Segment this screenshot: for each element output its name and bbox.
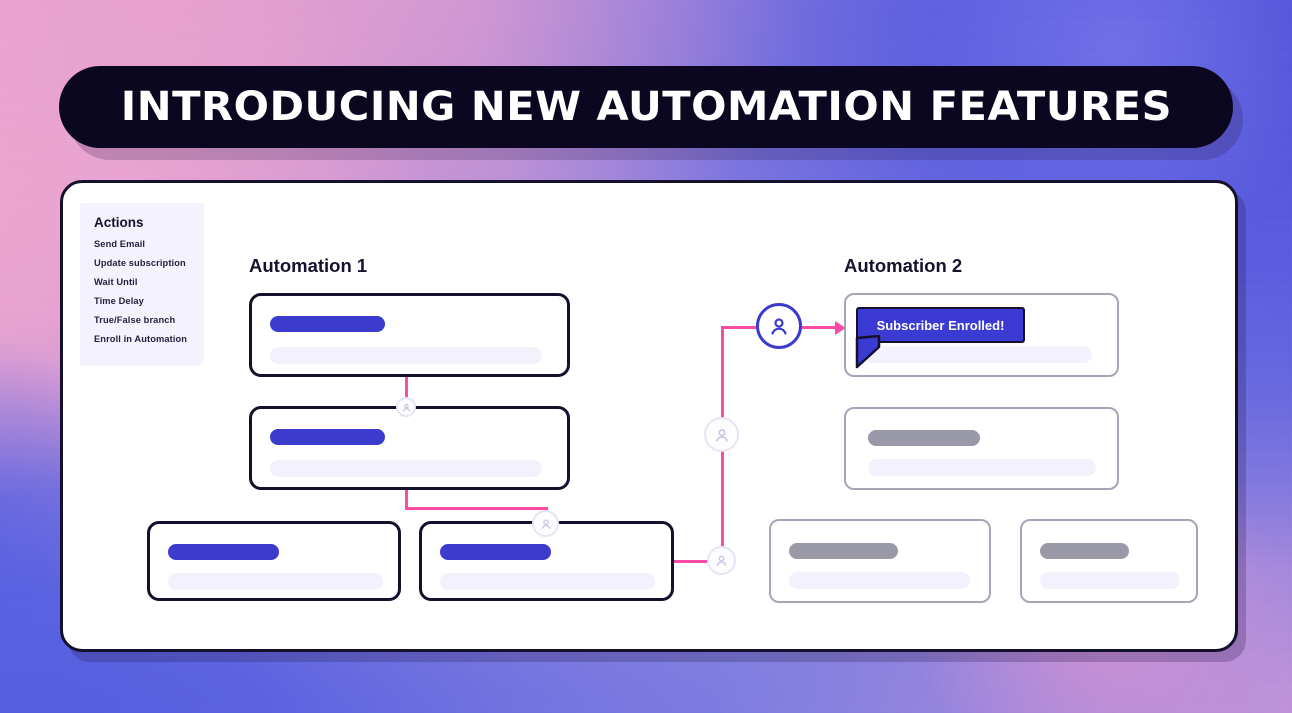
automation-2-title: Automation 2 [844, 255, 963, 276]
banner-title: INTRODUCING NEW AUTOMATION FEATURES [120, 84, 1172, 130]
sidebar-item-send-email[interactable]: Send Email [94, 239, 146, 249]
connector-card4-right [674, 560, 724, 563]
person-icon [771, 318, 787, 335]
card-title-placeholder [789, 543, 898, 559]
subscriber-node-rail-upper[interactable] [704, 417, 739, 452]
automation-1-title: Automation 1 [249, 255, 368, 276]
card-title-placeholder [270, 429, 385, 445]
card-title-placeholder [270, 316, 385, 332]
actions-heading: Actions [94, 215, 144, 230]
connector-card1-card2 [405, 374, 408, 408]
connector-rail-to-node [721, 326, 756, 329]
card-body-placeholder [168, 573, 383, 590]
tooltip-tail-icon [855, 335, 881, 369]
card-title-placeholder [440, 544, 551, 560]
person-icon [541, 518, 550, 529]
subscriber-node-card2-top[interactable] [396, 397, 416, 417]
actions-sidebar[interactable]: Actions Send Email Update subscription W… [80, 203, 204, 366]
automation-canvas-panel: Actions Send Email Update subscription W… [60, 180, 1238, 652]
sidebar-item-time-delay[interactable]: Time Delay [94, 296, 144, 306]
automation1-card-2[interactable] [249, 406, 570, 490]
connector-branch-horizontal [405, 507, 548, 510]
card-body-placeholder [789, 572, 970, 589]
automation2-card-3[interactable] [769, 519, 991, 603]
person-icon [402, 403, 410, 412]
subscriber-node-rail-lower[interactable] [707, 546, 736, 575]
card-body-placeholder [1040, 572, 1180, 589]
card-body-placeholder [868, 459, 1096, 476]
person-icon [716, 555, 727, 566]
connector-card2-down [405, 487, 408, 509]
connector-arrowhead-icon [835, 320, 846, 335]
automation2-card-2[interactable] [844, 407, 1119, 490]
automation1-card-3[interactable] [147, 521, 401, 601]
card-body-placeholder [270, 460, 542, 477]
automation2-card-4[interactable] [1020, 519, 1198, 603]
person-icon [715, 428, 728, 442]
automation1-card-1[interactable] [249, 293, 570, 377]
card-title-placeholder [168, 544, 279, 560]
card-title-placeholder [1040, 543, 1129, 559]
connector-node-to-automation2 [802, 326, 839, 329]
subscriber-node-main[interactable] [756, 303, 802, 349]
sidebar-item-wait-until[interactable]: Wait Until [94, 277, 138, 287]
card-body-placeholder [864, 346, 1092, 363]
title-banner: INTRODUCING NEW AUTOMATION FEATURES [59, 66, 1233, 148]
subscriber-enrolled-tooltip: Subscriber Enrolled! [856, 307, 1025, 343]
sidebar-item-enroll-in-automation[interactable]: Enroll in Automation [94, 334, 188, 344]
tooltip-label: Subscriber Enrolled! [876, 317, 1005, 333]
card-body-placeholder [270, 347, 542, 364]
sidebar-item-update-subscription[interactable]: Update subscription [94, 258, 186, 268]
subscriber-node-card4-top[interactable] [532, 510, 559, 537]
card-body-placeholder [440, 573, 655, 590]
sidebar-item-true-false-branch[interactable]: True/False branch [94, 315, 176, 325]
card-title-placeholder [868, 430, 980, 446]
